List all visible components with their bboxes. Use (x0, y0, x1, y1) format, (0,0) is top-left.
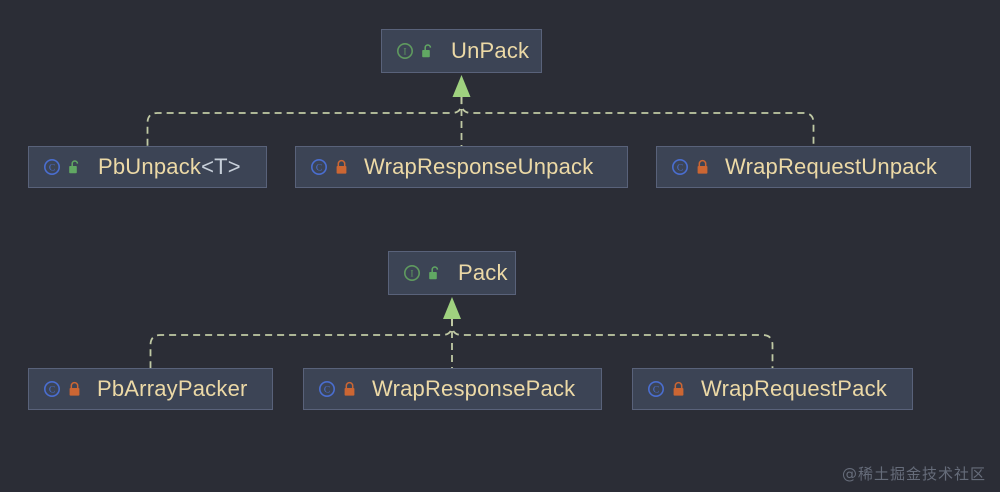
class-icon: C (43, 158, 61, 176)
node-wrap-response-unpack[interactable]: C WrapResponseUnpack (295, 146, 628, 188)
node-wrap-request-unpack[interactable]: C WrapRequestUnpack (656, 146, 971, 188)
interface-icon: I (396, 42, 414, 60)
class-icon: C (647, 380, 665, 398)
lock-icon (68, 381, 81, 397)
svg-text:C: C (677, 164, 683, 174)
node-unpack[interactable]: I UnPack (381, 29, 542, 73)
node-label: WrapResponseUnpack (364, 154, 594, 179)
class-icon: C (310, 158, 328, 176)
lock-icon (343, 381, 356, 397)
inheritance-arrowhead (443, 297, 461, 319)
node-wrap-response-pack[interactable]: C WrapResponsePack (303, 368, 602, 410)
node-label: PbArrayPacker (97, 376, 248, 401)
svg-text:I: I (403, 48, 406, 58)
node-label: WrapRequestUnpack (725, 154, 938, 179)
lock-icon (672, 381, 685, 397)
node-wrap-request-pack[interactable]: C WrapRequestPack (632, 368, 913, 410)
node-pb-unpack[interactable]: C PbUnpack<T> (28, 146, 267, 188)
node-icons: C (647, 380, 685, 398)
node-icons: C (43, 158, 82, 176)
lock-icon (696, 159, 709, 175)
unlock-icon (68, 159, 82, 175)
node-label: Pack (458, 260, 508, 285)
node-pb-array-packer[interactable]: C PbArrayPacker (28, 368, 273, 410)
svg-text:C: C (653, 386, 659, 396)
inheritance-edge (149, 319, 453, 368)
node-icons: C (43, 380, 81, 398)
node-generic-params: <T> (201, 154, 241, 179)
inheritance-edge (146, 97, 463, 146)
node-label: WrapRequestPack (701, 376, 888, 401)
class-icon: C (318, 380, 336, 398)
node-pack[interactable]: I Pack (388, 251, 516, 295)
node-label: WrapResponsePack (372, 376, 576, 401)
svg-text:C: C (324, 386, 330, 396)
watermark: @稀土掘金技术社区 (841, 465, 986, 483)
svg-text:C: C (316, 164, 322, 174)
class-icon: C (671, 158, 689, 176)
node-icons: C (671, 158, 709, 176)
class-icon: C (43, 380, 61, 398)
node-label: UnPack (451, 38, 530, 63)
inheritance-edge (451, 319, 774, 368)
node-icons: C (318, 380, 356, 398)
lock-icon (335, 159, 348, 175)
inheritance-edge (460, 97, 815, 146)
svg-text:I: I (410, 270, 413, 280)
node-label: PbUnpack<T> (98, 154, 241, 179)
inheritance-arrowhead (452, 75, 471, 97)
svg-text:C: C (49, 386, 55, 396)
svg-text:C: C (49, 164, 55, 174)
node-icons: I (403, 264, 442, 282)
unlock-icon (421, 43, 435, 59)
node-icons: C (310, 158, 348, 176)
interface-icon: I (403, 264, 421, 282)
node-icons: I (396, 42, 435, 60)
unlock-icon (428, 265, 442, 281)
